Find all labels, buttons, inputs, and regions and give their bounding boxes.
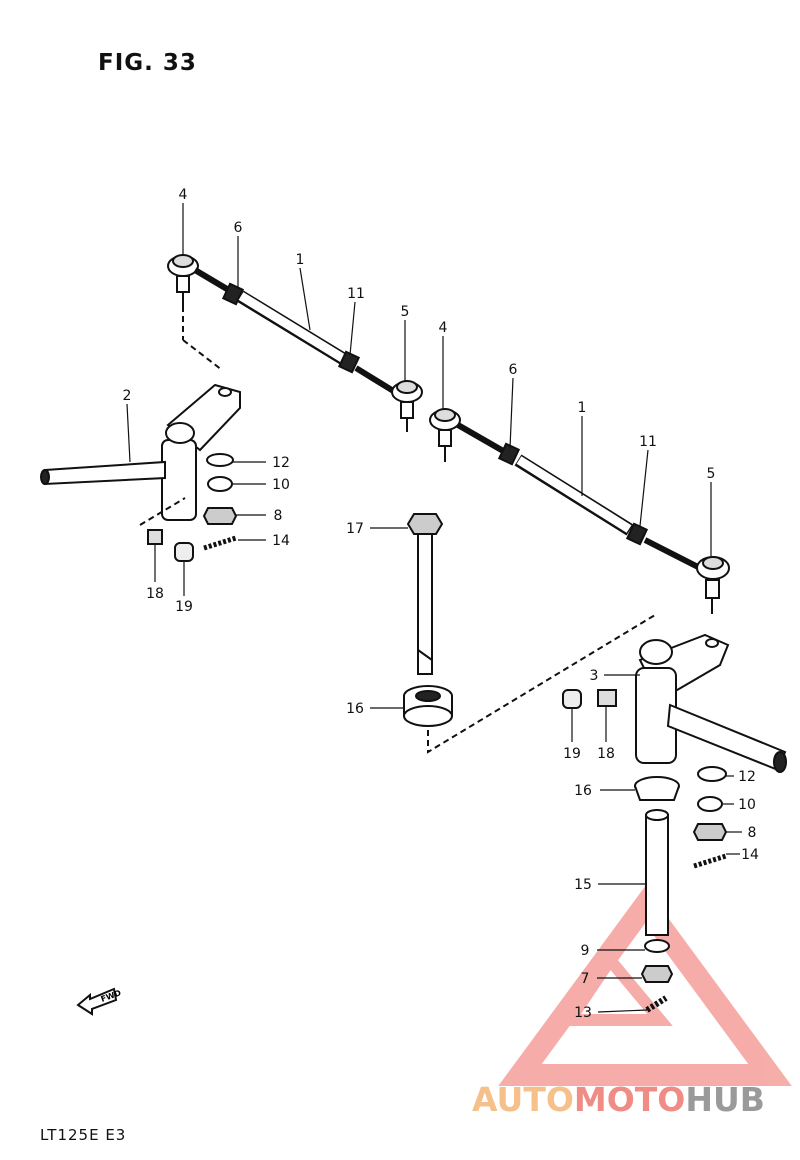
center-bolt bbox=[403, 513, 656, 754]
watermark-part-moto: MOTO bbox=[573, 1080, 686, 1119]
callout-9: 9 bbox=[581, 943, 590, 959]
callout-19b: 19 bbox=[563, 746, 581, 762]
callout-8b: 8 bbox=[748, 825, 757, 841]
callout-1a: 1 bbox=[296, 252, 305, 268]
figure-title: FIG. 33 bbox=[98, 50, 197, 76]
callout-17: 17 bbox=[346, 521, 364, 537]
tie-rod-right bbox=[429, 408, 730, 614]
callout-4b: 4 bbox=[439, 320, 448, 336]
callout-5b: 5 bbox=[707, 466, 716, 482]
callout-16b: 16 bbox=[574, 783, 592, 799]
callout-3: 3 bbox=[590, 668, 599, 684]
fwd-arrow-icon bbox=[76, 987, 118, 1016]
callout-7: 7 bbox=[581, 971, 590, 987]
callout-1b: 1 bbox=[578, 400, 587, 416]
watermark-part-auto: AUTO bbox=[472, 1080, 574, 1119]
watermark-logo-icon bbox=[498, 886, 792, 1086]
callout-19a: 19 bbox=[175, 599, 193, 615]
callout-18b: 18 bbox=[597, 746, 615, 762]
model-code: LT125E E3 bbox=[40, 1126, 127, 1144]
knuckle-left bbox=[40, 306, 241, 526]
callout-6b: 6 bbox=[509, 362, 518, 378]
callout-18a: 18 bbox=[146, 586, 164, 602]
callout-labels: 1 1 2 3 4 4 5 5 6 6 7 8 8 9 10 10 11 11 … bbox=[100, 187, 759, 1021]
tie-rod-left bbox=[167, 254, 423, 432]
leader-lines bbox=[126, 203, 742, 1013]
callout-14b: 14 bbox=[741, 847, 759, 863]
callout-6a: 6 bbox=[234, 220, 243, 236]
callout-13: 13 bbox=[574, 1005, 592, 1021]
watermark-text: AUTOMOTOHUB bbox=[472, 1080, 765, 1119]
callout-8a: 8 bbox=[274, 508, 283, 524]
watermark-part-hub: HUB bbox=[685, 1080, 765, 1119]
callout-10b: 10 bbox=[738, 797, 756, 813]
callout-16a: 16 bbox=[346, 701, 364, 717]
callout-14a: 14 bbox=[272, 533, 290, 549]
callout-10a: 10 bbox=[272, 477, 290, 493]
callout-12a: 12 bbox=[272, 455, 290, 471]
callout-11b: 11 bbox=[639, 434, 657, 450]
right-hardware bbox=[562, 689, 728, 1013]
knuckle-right bbox=[635, 633, 787, 773]
left-hardware bbox=[147, 453, 238, 562]
callout-2: 2 bbox=[123, 388, 132, 404]
callout-4a: 4 bbox=[179, 187, 188, 203]
callout-5a: 5 bbox=[401, 304, 410, 320]
callout-12b: 12 bbox=[738, 769, 756, 785]
callout-11a: 11 bbox=[347, 286, 365, 302]
callout-15: 15 bbox=[574, 877, 592, 893]
